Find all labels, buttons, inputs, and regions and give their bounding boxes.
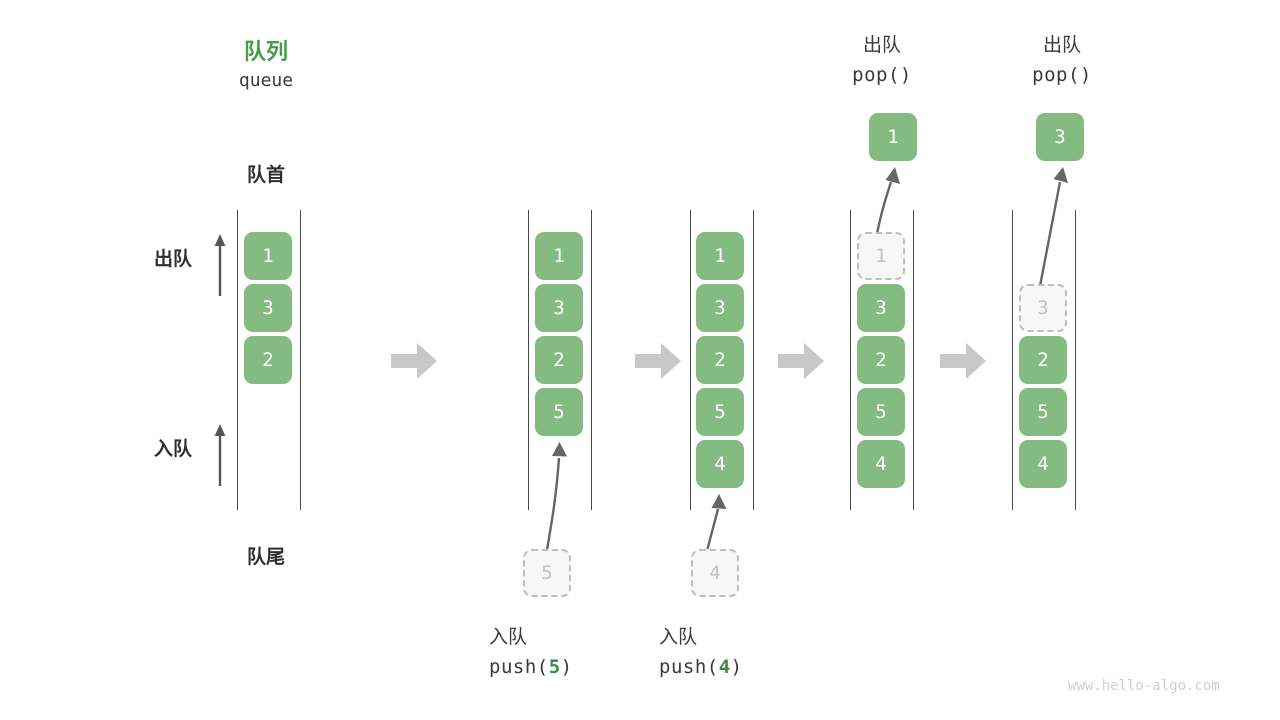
queue-rail-right <box>753 210 754 510</box>
queue-rail-right <box>913 210 914 510</box>
dequeue-direction-label: 出队 <box>153 249 192 270</box>
queue-cell: 2 <box>535 336 583 384</box>
push-code-arg: 5 <box>548 656 561 678</box>
push-caption-code: push(5) <box>489 656 649 678</box>
queue-cell: 3 <box>696 284 744 332</box>
push-caption-cn: 入队 <box>489 627 528 648</box>
pop-motion-arrow-icon <box>875 167 900 235</box>
push-code-suffix: ) <box>730 656 743 678</box>
step-arrow-icon <box>391 343 437 379</box>
queue-rail-right <box>1075 210 1076 510</box>
queue-rail-left <box>850 210 851 510</box>
push-code-prefix: push( <box>659 656 719 678</box>
push-source-box: 5 <box>523 549 571 597</box>
queue-rail-left <box>237 210 238 510</box>
pop-motion-arrow-icon <box>1038 167 1068 287</box>
queue-cell: 3 <box>244 284 292 332</box>
enqueue-direction-label: 入队 <box>153 439 192 460</box>
enqueue-direction-arrow-icon <box>214 424 226 486</box>
queue-cell-new: 5 <box>535 388 583 436</box>
pop-header-cn: 出队 <box>862 35 901 56</box>
push-caption-cn: 入队 <box>659 627 698 648</box>
queue-title-en: queue <box>238 70 294 91</box>
queue-cell: 3 <box>535 284 583 332</box>
queue-cell: 5 <box>1019 388 1067 436</box>
queue-rail-left <box>528 210 529 510</box>
queue-cell: 4 <box>857 440 905 488</box>
queue-cell: 4 <box>1019 440 1067 488</box>
push-motion-arrow-icon <box>545 442 567 551</box>
queue-cell: 3 <box>857 284 905 332</box>
popped-element-box: 1 <box>869 113 917 161</box>
queue-rail-right <box>300 210 301 510</box>
queue-cell-removed: 3 <box>1019 284 1067 332</box>
queue-title-cn: 队列 <box>243 39 288 64</box>
push-motion-arrow-icon <box>705 494 727 552</box>
push-code-prefix: push( <box>489 656 549 678</box>
queue-cell: 2 <box>857 336 905 384</box>
queue-cell: 1 <box>696 232 744 280</box>
queue-cell: 5 <box>696 388 744 436</box>
push-caption-code: push(4) <box>659 656 819 678</box>
queue-tail-label: 队尾 <box>246 547 285 568</box>
queue-cell: 5 <box>857 388 905 436</box>
queue-head-label: 队首 <box>246 165 285 186</box>
queue-cell: 2 <box>1019 336 1067 384</box>
pop-header-cn: 出队 <box>1042 35 1081 56</box>
pop-header-code: pop() <box>1032 64 1092 86</box>
queue-cell: 2 <box>244 336 292 384</box>
queue-cell: 1 <box>244 232 292 280</box>
queue-cell: 1 <box>535 232 583 280</box>
queue-cell: 2 <box>696 336 744 384</box>
queue-cell-removed: 1 <box>857 232 905 280</box>
pop-header-code: pop() <box>852 64 912 86</box>
queue-rail-left <box>1012 210 1013 510</box>
popped-element-box: 3 <box>1036 113 1084 161</box>
step-arrow-icon <box>778 343 824 379</box>
queue-cell-new: 4 <box>696 440 744 488</box>
push-code-arg: 4 <box>718 656 731 678</box>
queue-rail-left <box>690 210 691 510</box>
watermark: www.hello-algo.com <box>1068 678 1220 694</box>
dequeue-direction-arrow-icon <box>214 234 226 296</box>
step-arrow-icon <box>635 343 681 379</box>
step-arrow-icon <box>940 343 986 379</box>
push-code-suffix: ) <box>560 656 573 678</box>
push-source-box: 4 <box>691 549 739 597</box>
queue-rail-right <box>591 210 592 510</box>
